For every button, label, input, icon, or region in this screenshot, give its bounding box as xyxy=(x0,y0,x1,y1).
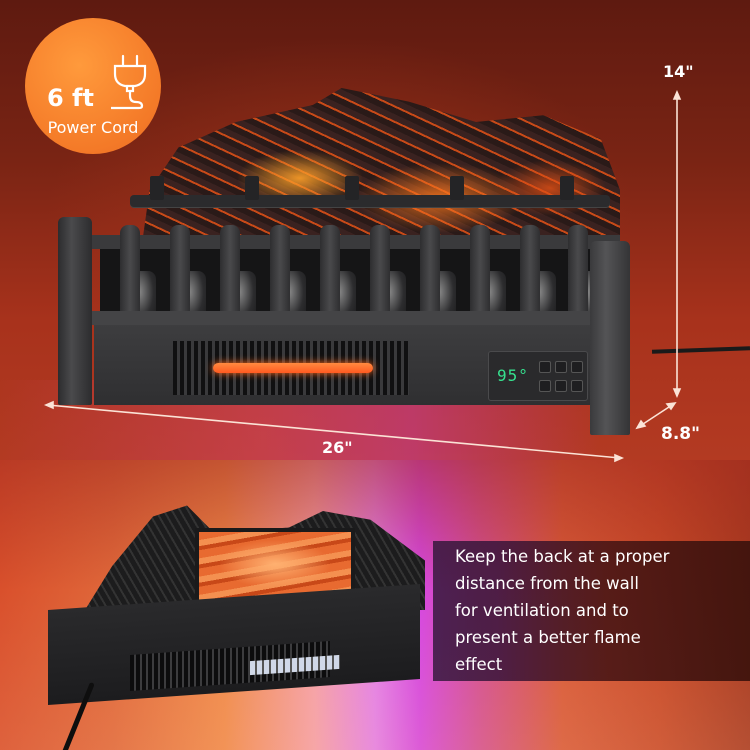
caption-line: effect xyxy=(455,655,503,674)
grate-post xyxy=(345,176,359,200)
heater-vent xyxy=(173,341,409,395)
left-leg xyxy=(58,217,92,405)
fence-slat xyxy=(170,225,190,321)
height-dimension-label: 14" xyxy=(663,62,694,81)
caption-line: present a better flame xyxy=(455,628,641,647)
temperature-display: 95° xyxy=(497,366,529,385)
power-cord-badge: 6 ft Power Cord xyxy=(25,18,161,154)
control-button[interactable] xyxy=(571,380,583,392)
fence-slat xyxy=(220,225,240,321)
caption-line: Keep the back at a proper xyxy=(455,547,670,566)
control-button[interactable] xyxy=(555,380,567,392)
depth-dimension-label: 8.8" xyxy=(661,424,700,444)
ledge xyxy=(90,311,620,325)
cord-length: 6 ft xyxy=(47,84,94,112)
grate-post xyxy=(150,176,164,200)
grate-post xyxy=(245,176,259,200)
grate-bar xyxy=(130,195,610,207)
fireplace-front: 95° xyxy=(58,217,630,435)
fence-slat xyxy=(320,225,340,321)
control-panel: 95° xyxy=(488,351,588,401)
grate-post xyxy=(450,176,464,200)
fence-slat xyxy=(420,225,440,321)
caption-line: for ventilation and to xyxy=(455,601,629,620)
control-button[interactable] xyxy=(555,361,567,373)
control-button[interactable] xyxy=(539,380,551,392)
heating-element xyxy=(213,363,373,373)
fence-slat xyxy=(370,225,390,321)
ventilation-caption: Keep the back at a proper distance from … xyxy=(433,541,750,681)
control-button[interactable] xyxy=(539,361,551,373)
power-button[interactable] xyxy=(571,361,583,373)
fence-slat xyxy=(520,225,540,321)
fence-slat xyxy=(470,225,490,321)
grate-post xyxy=(560,176,574,200)
fence-slat xyxy=(270,225,290,321)
plug-icon xyxy=(111,54,147,110)
caption-line: distance from the wall xyxy=(455,574,639,593)
fence-slat xyxy=(120,225,140,321)
width-dimension-label: 26" xyxy=(322,438,353,457)
right-leg xyxy=(590,241,630,435)
cord-label: Power Cord xyxy=(47,118,139,137)
fence-slat xyxy=(568,225,588,321)
